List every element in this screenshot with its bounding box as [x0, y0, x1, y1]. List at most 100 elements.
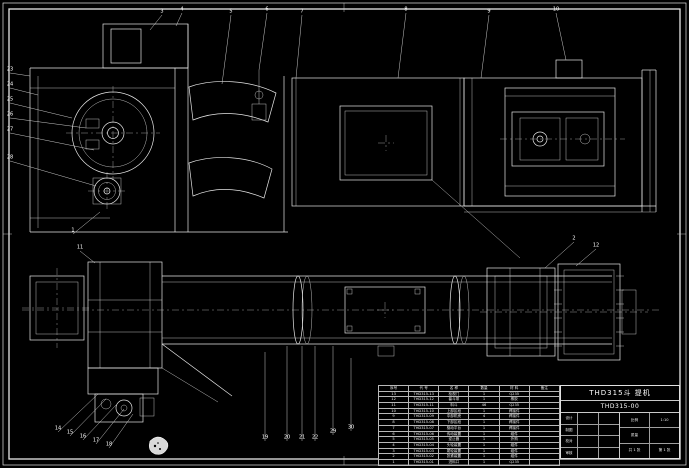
leader-line	[295, 14, 303, 79]
balloon-callout: 12	[592, 242, 600, 249]
parts-list-cell	[528, 413, 561, 421]
leader-line	[397, 12, 407, 79]
balloon-callout: 26	[6, 111, 14, 118]
parts-list-header-row: 序号代 号名 称数量材 料备注	[377, 385, 561, 392]
leader-line	[575, 248, 597, 267]
balloon-callout: 9	[487, 8, 491, 15]
balloon-callout: 21	[298, 434, 306, 441]
drawing-number: THD315-00	[561, 401, 679, 413]
sheet-number: 第 1 张	[658, 448, 671, 453]
leader-line	[258, 12, 268, 71]
parts-list-cell: 1	[468, 458, 500, 466]
drive-plan	[480, 263, 648, 361]
date-cell	[599, 448, 619, 459]
signature-label: 制图	[561, 424, 578, 435]
sheets-total: 共 1 张	[620, 443, 650, 458]
tension-pulley	[88, 172, 126, 210]
signature-rows: 设计制图校对审核	[561, 413, 620, 458]
motor-mount	[555, 59, 583, 79]
parts-list-cell: 1	[377, 458, 410, 466]
parts-list-cell	[528, 458, 561, 466]
parts-list-cell	[528, 402, 561, 409]
leader-line	[9, 160, 97, 187]
scale-row: 比例 1:10	[620, 413, 679, 429]
date-cell	[599, 436, 619, 447]
leader-line	[57, 393, 99, 433]
scale-value: 1:10	[660, 418, 669, 423]
buckets	[188, 70, 285, 232]
leader-line	[9, 72, 31, 77]
door-plan	[344, 286, 426, 334]
drive-section	[463, 59, 657, 213]
signature-row: 制图	[561, 424, 619, 436]
leader-line	[9, 132, 95, 151]
parts-list-cell	[528, 424, 561, 432]
balloon-callout: 8	[404, 6, 408, 13]
balloon-callout: 27	[6, 126, 14, 133]
mass-label: 质量	[620, 428, 650, 443]
head-section	[29, 23, 288, 233]
parts-list-cell	[528, 396, 561, 404]
leader-line	[9, 117, 87, 129]
leader-line	[555, 12, 567, 61]
balloon-callout: 22	[311, 434, 319, 441]
parts-list-cell	[528, 390, 561, 398]
drawing-title: THD315斗 提机	[561, 386, 679, 401]
parts-list-cell	[528, 430, 561, 438]
parts-list-cell: THD315-01	[408, 458, 440, 466]
mass-value	[650, 428, 679, 442]
balloon-callout: 28	[6, 154, 14, 161]
parts-list-cell: Q235	[498, 458, 530, 466]
signature-cell	[578, 436, 599, 447]
signature-cell	[578, 413, 599, 424]
signature-row: 审核	[561, 447, 619, 459]
signature-label: 设计	[561, 413, 578, 424]
balloon-callout: 5	[229, 8, 233, 15]
balloon-callout: 17	[92, 437, 100, 444]
parts-list-cell	[528, 407, 561, 415]
balloon-callout: 2	[572, 235, 576, 242]
leader-line	[9, 102, 73, 119]
leader-line	[82, 404, 117, 441]
boot-section	[87, 261, 233, 423]
balloon-callout: 14	[54, 425, 62, 432]
balloon-callout: 25	[6, 96, 14, 103]
balloon-callout: 15	[66, 429, 74, 436]
leader-line	[221, 14, 232, 85]
signature-row: 设计	[561, 413, 619, 425]
balloon-callout: 30	[347, 424, 355, 431]
balloon-callout: 23	[6, 66, 14, 73]
balloon-callout: 4	[180, 6, 184, 13]
inspection-door	[339, 105, 433, 181]
balloon-callout: 19	[261, 434, 269, 441]
ink-stamp	[148, 436, 169, 455]
leader-line	[79, 250, 96, 264]
leader-line	[9, 87, 39, 96]
leader-line	[175, 12, 183, 27]
title-block-grid: 设计制图校对审核 比例 1:10 质量 共 1 张 第 1 张	[561, 413, 679, 458]
balloon-callout: 1	[71, 227, 75, 234]
date-cell	[599, 413, 619, 424]
balloon-callout: 11	[76, 244, 84, 251]
parts-list-cell	[528, 453, 561, 460]
elevation-view	[29, 23, 657, 259]
signature-cell	[578, 447, 599, 458]
signature-label: 校对	[561, 436, 578, 447]
balloon-callout: 24	[6, 81, 14, 88]
leader-line	[95, 408, 125, 445]
